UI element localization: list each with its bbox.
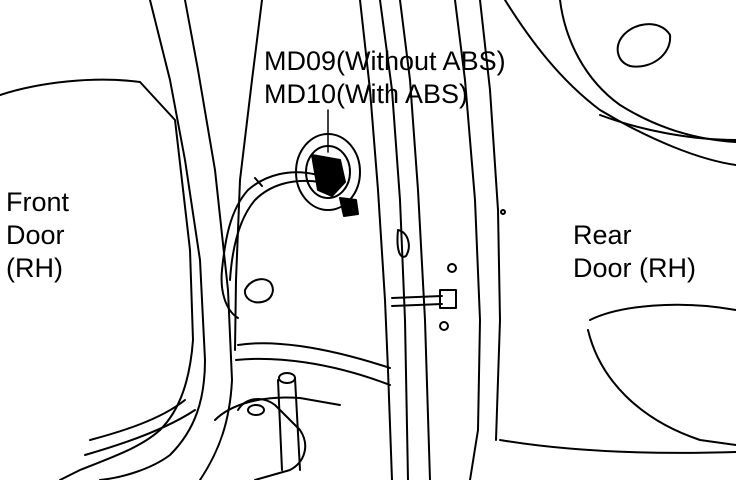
connector-clip xyxy=(340,198,358,216)
front-door-inner-edge xyxy=(100,0,205,480)
rear-door-armrest xyxy=(588,305,736,445)
door-check-bracket xyxy=(440,290,456,308)
front-door-trim-line xyxy=(185,0,232,480)
small-hole xyxy=(501,210,505,214)
striker-hole-lower xyxy=(440,322,448,330)
connector-body xyxy=(312,155,345,196)
front-door-label: Front Door (RH) xyxy=(6,186,69,285)
lower-trim-post xyxy=(278,378,300,470)
b-pillar-right-edge xyxy=(360,0,392,480)
harness-clip xyxy=(245,279,273,302)
rear-door-label: Rear Door (RH) xyxy=(573,219,696,285)
pillar-grommet xyxy=(397,230,408,257)
rear-door-window-line-2 xyxy=(560,0,736,142)
front-door-label-line-2: Door xyxy=(6,220,65,250)
connector-callout-label: MD09(Without ABS) MD10(With ABS) xyxy=(264,45,506,111)
rear-door-label-line-2: Door (RH) xyxy=(573,253,697,283)
connector-label-line-2: MD10(With ABS) xyxy=(264,79,469,109)
front-door-weatherstrip xyxy=(90,400,185,440)
b-pillar-inner-right xyxy=(380,0,408,480)
rear-door-upper-trim xyxy=(600,115,736,140)
rear-door-label-line-1: Rear xyxy=(573,220,632,250)
striker-hole-upper xyxy=(448,264,456,272)
door-check-strap xyxy=(392,296,442,306)
rear-door-lower-panel xyxy=(500,440,736,453)
wiring-harness-2 xyxy=(230,181,320,280)
rear-door-front-edge-2 xyxy=(480,0,500,440)
rear-door-handle-recess xyxy=(618,24,670,66)
b-pillar-step-line xyxy=(238,343,390,368)
rear-door-window-line xyxy=(505,0,736,165)
rear-door-front-edge xyxy=(455,0,480,480)
front-door-weatherstrip-2 xyxy=(85,410,195,455)
b-pillar-lower-panel xyxy=(215,397,340,420)
harness-clip-upper xyxy=(255,178,262,186)
wiring-harness xyxy=(222,172,318,318)
b-pillar-inner-right-2 xyxy=(400,0,430,480)
front-door-label-line-3: (RH) xyxy=(6,253,63,283)
front-door-label-line-1: Front xyxy=(6,187,70,217)
post-cap xyxy=(279,373,295,383)
lower-trim-bracket xyxy=(238,399,305,480)
connector-label-line-1: MD09(Without ABS) xyxy=(264,46,506,76)
front-door-outline xyxy=(0,80,193,480)
b-pillar-step-line-2 xyxy=(236,359,390,385)
b-pillar-left-edge xyxy=(235,0,262,350)
bracket-bolt xyxy=(248,405,264,415)
